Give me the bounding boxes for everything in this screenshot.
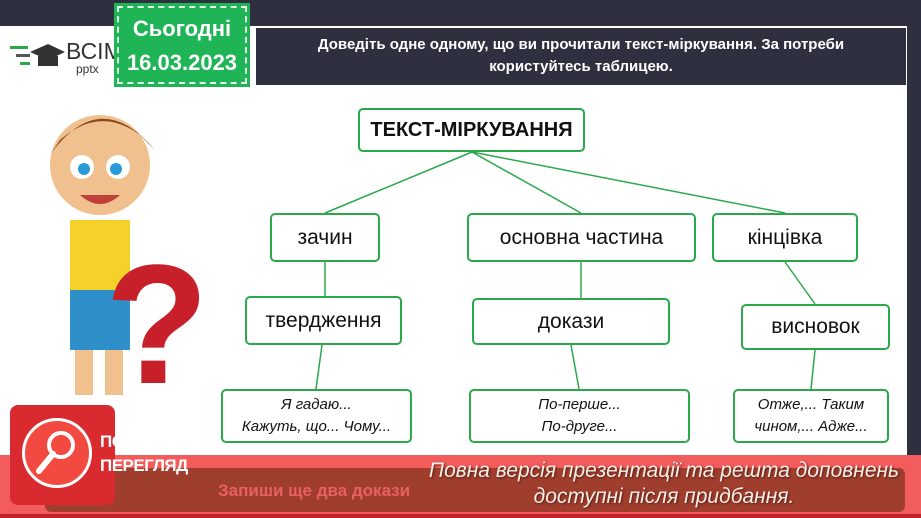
logo-subtitle: pptx	[76, 62, 99, 76]
logo: ВСІМ pptx	[10, 38, 123, 76]
part-intro: зачин	[270, 213, 380, 262]
sub-statement: твердження	[245, 296, 402, 345]
preview-badge-text: ПОПЕРЕДНІЙ ПЕРЕГЛЯД	[100, 432, 209, 475]
date-value: 16.03.2023	[126, 50, 238, 75]
example-line: Отже,... Таким	[757, 396, 865, 413]
part-main: основна частина	[467, 213, 696, 262]
date-label: Сьогодні	[132, 16, 232, 41]
graduation-cap-icon	[10, 44, 65, 66]
logo-title: ВСІМ	[66, 38, 123, 64]
hidden-task: Запиши ще два докази	[218, 481, 411, 500]
example-line: чином,... Адже...	[754, 418, 868, 435]
preview-notice: Повна версія презентації та решта доповн…	[425, 458, 903, 510]
sub-conclusion: висновок	[741, 304, 890, 350]
diagram-root: ТЕКСТ-МІРКУВАННЯ	[358, 108, 585, 152]
example-line: По-перше...	[538, 396, 621, 413]
task-text: Доведіть одне одному, що ви прочитали те…	[256, 28, 906, 85]
date-badge: Сьогодні 16.03.2023	[114, 3, 250, 87]
notice-line-2: доступні після придбання.	[533, 485, 795, 508]
right-bar	[907, 26, 921, 456]
examples-intro: Я гадаю... Кажуть, що... Чому...	[221, 389, 412, 443]
example-line: По-друге...	[541, 418, 618, 435]
notice-line-1: Повна версія презентації та решта доповн…	[428, 459, 900, 482]
boy-illustration	[30, 95, 170, 405]
magnifier-icon	[22, 418, 92, 488]
example-line: Я гадаю...	[281, 396, 352, 413]
examples-main: По-перше... По-друге...	[469, 389, 690, 443]
part-ending: кінцівка	[712, 213, 858, 262]
examples-ending: Отже,... Таким чином,... Адже...	[733, 389, 889, 443]
example-line: Кажуть, що... Чому...	[241, 418, 392, 435]
question-mark-icon: ?	[105, 230, 209, 420]
sub-evidence: докази	[472, 298, 670, 345]
task-bar	[45, 468, 905, 512]
